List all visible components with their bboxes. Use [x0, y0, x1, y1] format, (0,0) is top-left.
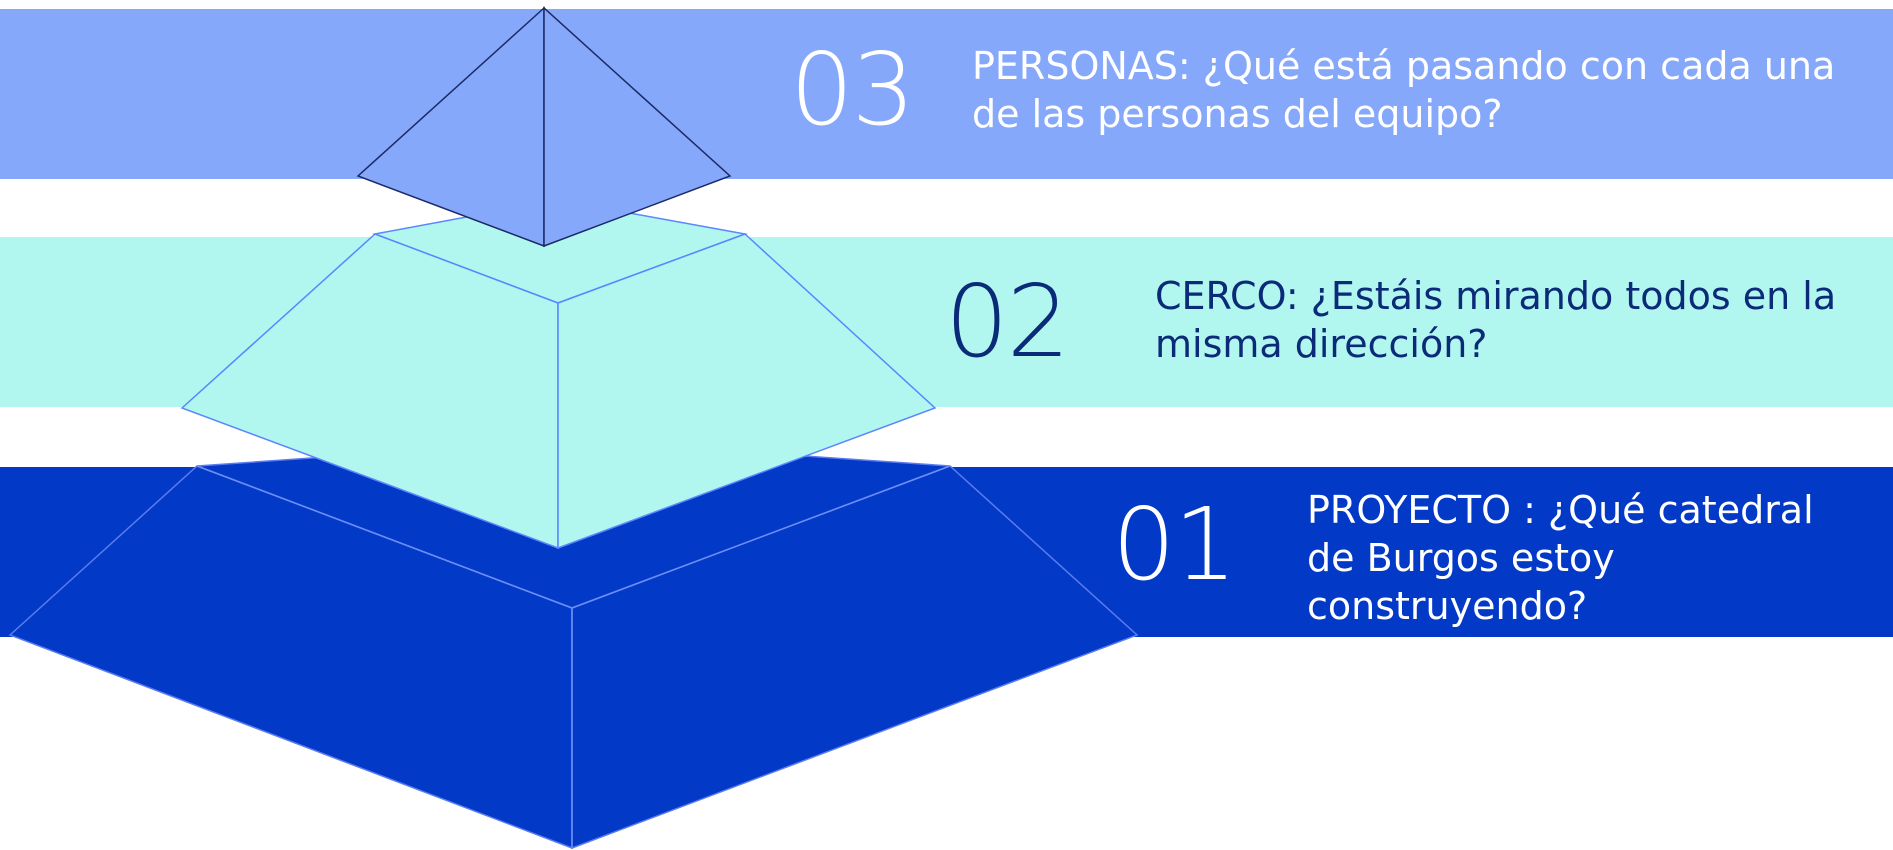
- level-3-band: [0, 9, 1893, 179]
- level-2-label: CERCO: ¿Estáis mirando todos en la misma…: [1155, 274, 1837, 366]
- pyramid-tier-3: [356, 6, 732, 248]
- level-1-number: 01: [1112, 486, 1237, 603]
- level-2-number: 02: [945, 263, 1070, 380]
- level-3-label: PERSONAS: ¿Qué está pasando con cada una…: [972, 44, 1836, 136]
- level-1-label: PROYECTO : ¿Qué catedral de Burgos estoy…: [1307, 488, 1814, 628]
- pyramid-tier-2: [180, 199, 937, 550]
- pyramid-tier-1: [8, 439, 1139, 850]
- level-3-number: 03: [790, 31, 915, 148]
